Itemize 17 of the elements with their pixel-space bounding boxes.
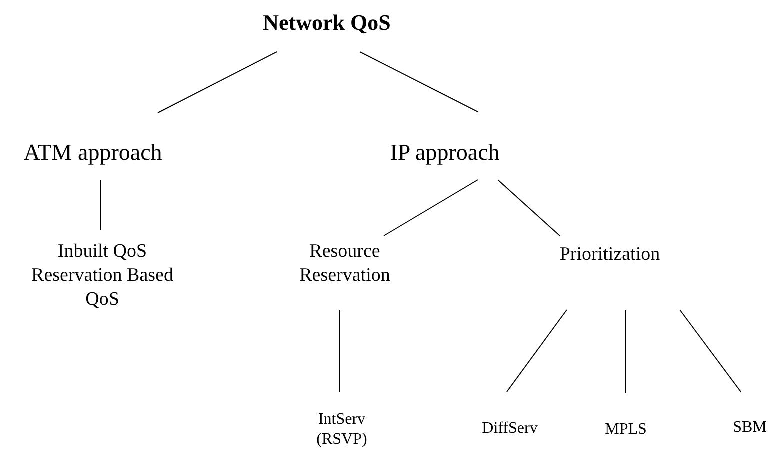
tree-node-label: Inbuilt QoS Reservation Based QoS [30, 240, 174, 312]
tree-connector-line [360, 52, 478, 112]
tree-node-label: Prioritization [560, 243, 660, 267]
tree-node-label: MPLS [605, 420, 647, 440]
tree-connector-line [158, 52, 278, 114]
tree-node-label: DiffServ [482, 419, 538, 439]
tree-connector-line [680, 310, 742, 392]
tree-connector-line [100, 180, 102, 230]
tree-root-label: Network QoS [263, 10, 391, 36]
tree-node-label: SBM [733, 418, 767, 438]
tree-node-label: ATM approach [24, 139, 162, 167]
tree-node-label: IntServ (RSVP) [316, 410, 368, 450]
tree-connector-line [384, 180, 478, 236]
tree-node-label: IP approach [390, 139, 500, 167]
tree-connector-line [506, 310, 568, 392]
tree-connector-line [498, 180, 560, 236]
tree-node-label: Resource Reservation [298, 240, 392, 288]
